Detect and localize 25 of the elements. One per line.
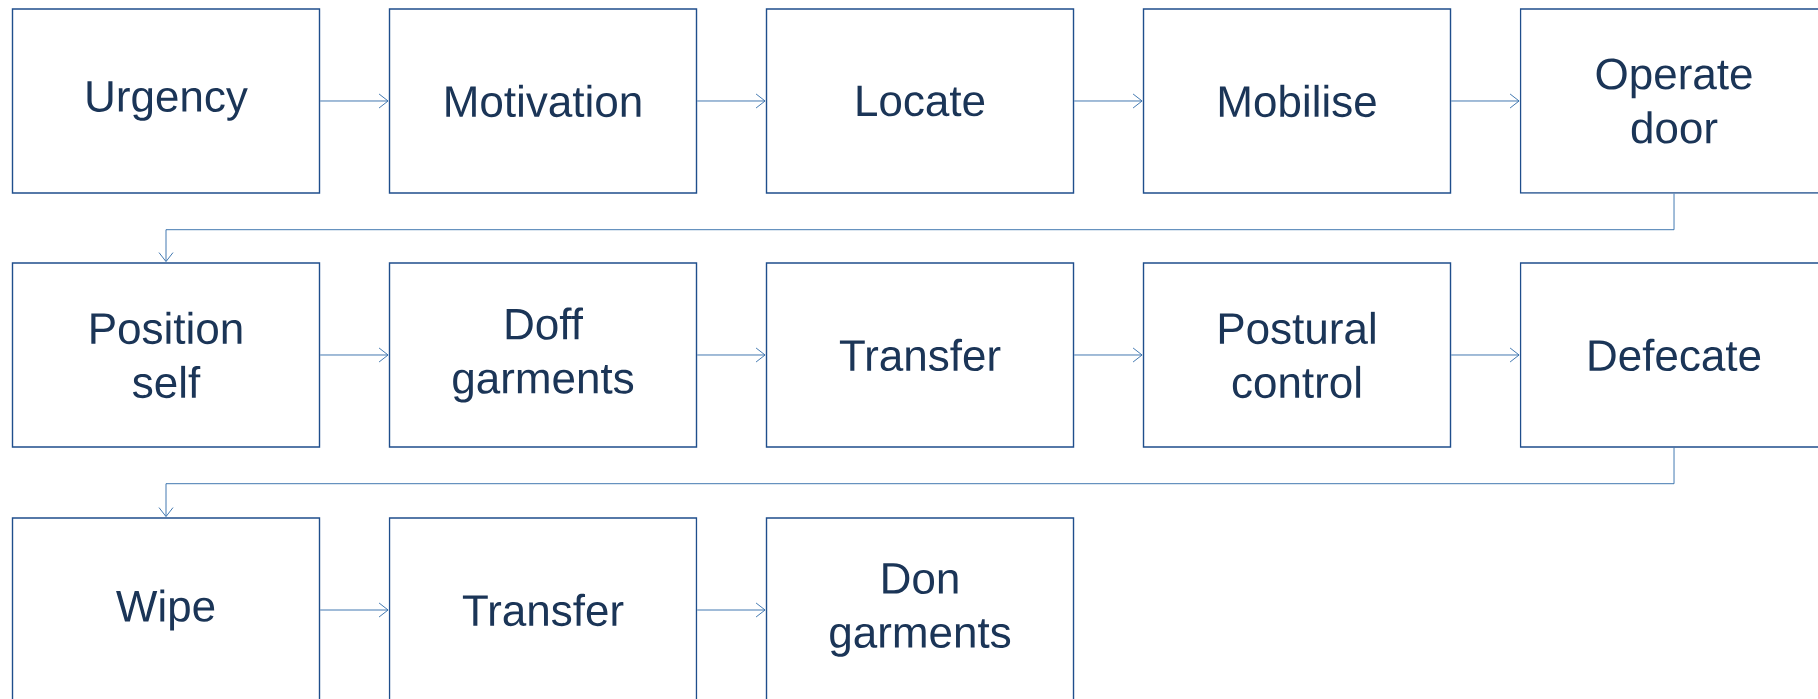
arrow	[319, 347, 389, 363]
process-box: Mobilise	[1142, 8, 1452, 194]
process-box: Motivation	[388, 8, 698, 194]
process-box: Transfer	[388, 517, 698, 699]
arrow	[158, 193, 1675, 262]
process-box: Locate	[765, 8, 1075, 194]
arrow	[319, 602, 389, 618]
arrow	[1073, 93, 1143, 109]
process-box: Don garments	[765, 517, 1075, 699]
arrow	[696, 93, 766, 109]
process-box: Defecate	[1519, 262, 1818, 448]
process-box: Postural control	[1142, 262, 1452, 448]
arrow	[1450, 347, 1520, 363]
arrow	[696, 602, 766, 618]
arrow	[319, 93, 389, 109]
arrow	[1073, 347, 1143, 363]
process-box: Doff garments	[388, 262, 698, 448]
process-box: Position self	[11, 262, 321, 448]
arrow	[158, 447, 1675, 518]
process-box: Transfer	[765, 262, 1075, 448]
process-box: Urgency	[11, 8, 321, 194]
process-box: Wipe	[11, 517, 321, 699]
process-box: Operate door	[1519, 8, 1818, 194]
arrow	[696, 347, 766, 363]
arrow	[1450, 93, 1520, 109]
